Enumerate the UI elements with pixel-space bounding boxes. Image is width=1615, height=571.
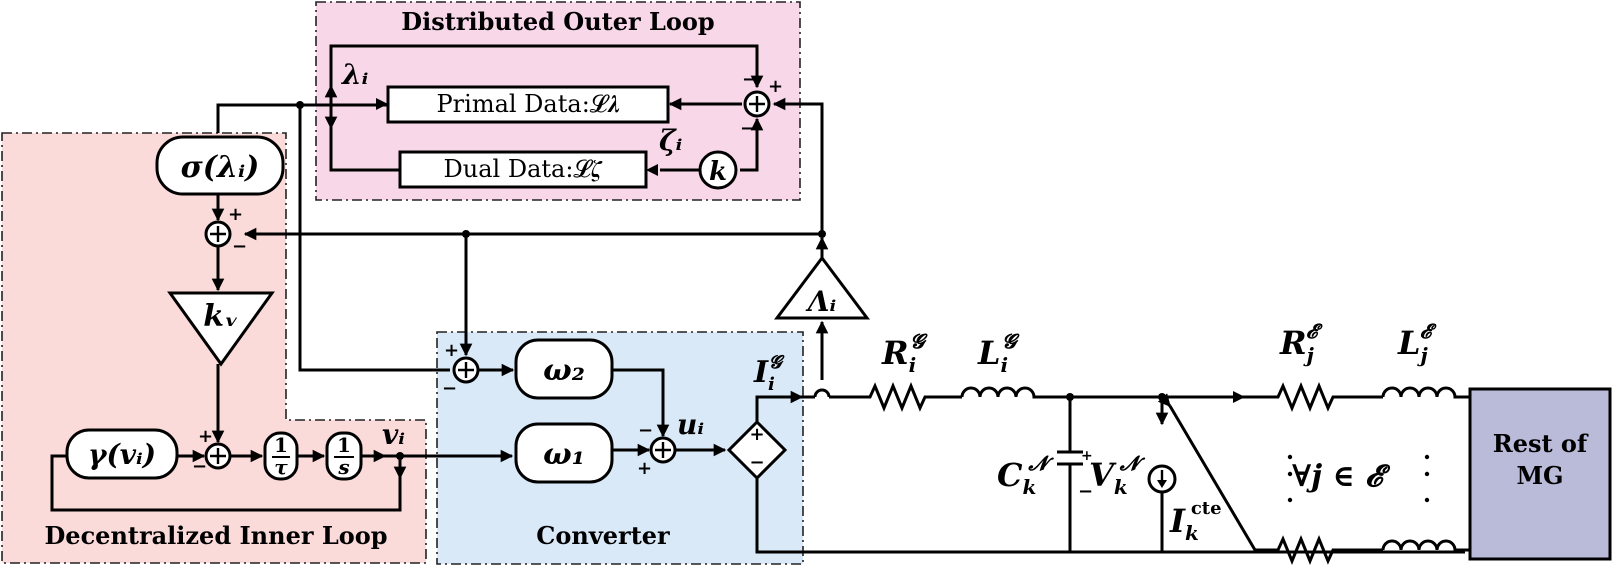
svg-text:σ(λᵢ): σ(λᵢ)	[181, 150, 260, 185]
sigma-block	[155, 135, 285, 196]
v-label: Vk𝓝	[1089, 451, 1146, 499]
svg-text:Primal Data:𝓛𝝀: Primal Data:𝓛𝝀	[437, 90, 620, 118]
svg-text:−: −	[192, 456, 207, 477]
forall-label: ∀j ∈ 𝓔	[1292, 459, 1391, 494]
svg-text:−: −	[749, 452, 764, 473]
svg-text:+: +	[637, 458, 652, 479]
inner-loop-title: Decentralized Inner Loop	[44, 521, 387, 550]
kv-gain-block	[167, 291, 275, 367]
dual-data-block	[398, 150, 648, 189]
svg-text:+: +	[749, 424, 764, 445]
svg-text:−: −	[442, 378, 457, 399]
circuit-network	[802, 382, 1470, 565]
svg-text:ω₂: ω₂	[543, 353, 585, 388]
rest-of-mg-line1: Rest of	[1493, 429, 1589, 458]
u-i-label: uᵢ	[677, 408, 704, 441]
svg-text:+: +	[228, 204, 243, 225]
svg-text:1: 1	[274, 433, 288, 457]
r-g-label: Ri𝓖	[881, 329, 928, 377]
converter-title: Converter	[536, 521, 670, 550]
l-g-label: Li𝓖	[977, 329, 1020, 377]
zeta-i-label: ζᵢ	[659, 124, 682, 157]
svg-text:+: +	[768, 76, 783, 97]
svg-text:τ: τ	[274, 455, 288, 479]
svg-text:−: −	[232, 236, 247, 257]
i-g-label: Ii𝓖	[753, 352, 785, 395]
outer-loop-wires	[216, 44, 829, 380]
gamma-block	[65, 428, 179, 480]
svg-text:k: k	[709, 157, 727, 187]
svg-text:ω₁: ω₁	[543, 437, 585, 472]
v-i-label: vᵢ	[382, 418, 405, 451]
c-label: Ck𝓝	[997, 451, 1054, 499]
lambda-gain-block	[774, 255, 870, 320]
gain-k-block	[698, 150, 738, 190]
svg-text:1: 1	[337, 433, 351, 457]
svg-text:−: −	[1078, 481, 1093, 502]
i-cte-label: Ikcte	[1169, 498, 1222, 545]
outer-loop-title: Distributed Outer Loop	[401, 7, 714, 36]
svg-text:s: s	[337, 455, 349, 479]
rest-of-mg-line2: MG	[1516, 461, 1563, 490]
svg-text:+: +	[1081, 448, 1093, 464]
r-e-label: Rj𝓔	[1279, 319, 1323, 367]
primal-data-block	[386, 85, 670, 124]
svg-text:−: −	[740, 118, 755, 139]
lambda-i-label: λᵢ	[341, 58, 368, 91]
svg-text:−: −	[638, 420, 653, 441]
svg-text:Dual Data:𝓛𝜻: Dual Data:𝓛𝜻	[444, 155, 603, 183]
l-e-label: Lj𝓔	[1397, 319, 1437, 367]
svg-text:−: −	[742, 69, 757, 90]
rest-of-mg-block	[1468, 387, 1612, 561]
svg-text:kᵥ: kᵥ	[203, 299, 239, 334]
svg-text:γ(vᵢ): γ(vᵢ)	[88, 438, 156, 471]
svg-text:Λᵢ: Λᵢ	[805, 285, 836, 318]
svg-text:+: +	[444, 340, 459, 361]
omega1-block	[514, 422, 614, 484]
svg-text:+: +	[198, 426, 213, 447]
